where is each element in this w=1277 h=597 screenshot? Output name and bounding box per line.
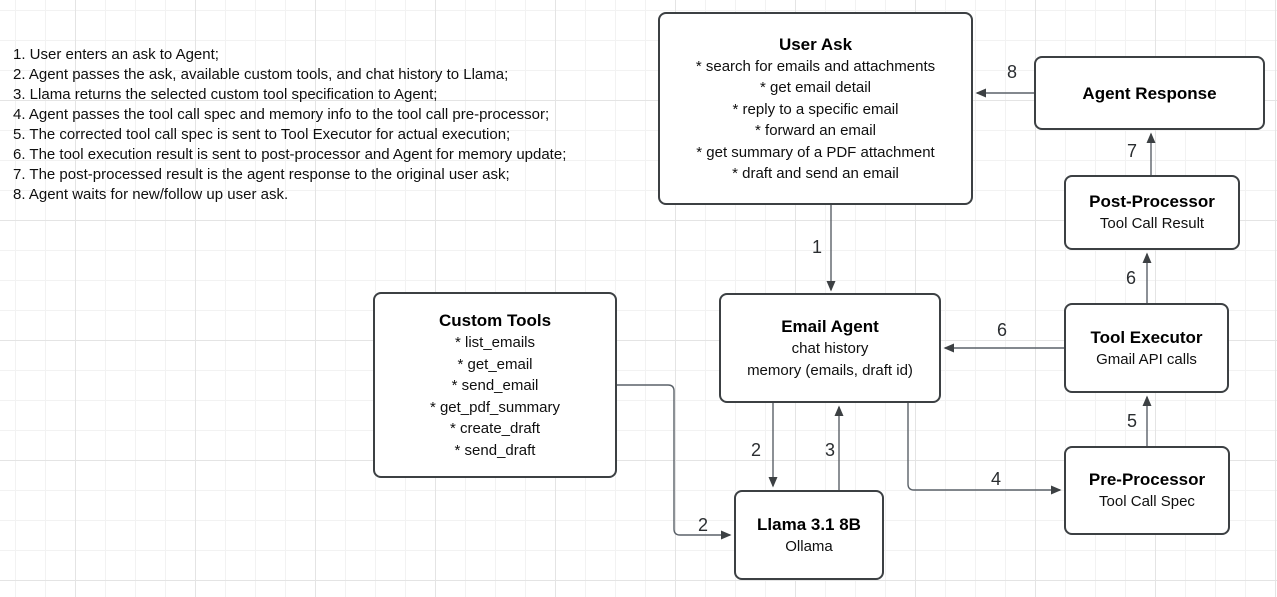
note-line: 2. Agent passes the ask, available custo… [13,66,509,83]
note-line: 7. The post-processed result is the agen… [13,166,510,183]
edge-step4-email-agent-to-pre-processor [907,403,1062,495]
node-post-processor-title: Post-Processor [1089,192,1215,212]
node-user-ask-line: * search for emails and attachments [695,57,936,75]
node-custom-tools-title: Custom Tools [438,311,552,330]
edge-label-step4: 4 [990,469,1002,489]
node-agent-response-title: Agent Response [1082,83,1217,103]
node-tool-executor-title: Tool Executor [1090,327,1203,347]
edge-label-step1: 1 [811,237,823,257]
node-custom-tools-line: * send_draft [454,441,536,459]
node-user-ask: User Ask * search for emails and attachm… [658,12,973,205]
node-user-ask-line: * reply to a specific email [732,100,899,118]
edge-label-step5: 5 [1126,411,1138,431]
node-custom-tools-line: * create_draft [449,420,541,437]
edge-label-step2-agent: 2 [750,440,762,460]
node-post-processor: Post-Processor Tool Call Result [1064,175,1240,250]
edge-label-step3: 3 [824,440,836,460]
node-post-processor-subtitle: Tool Call Result [1099,215,1205,233]
node-pre-processor: Pre-Processor Tool Call Spec [1064,446,1230,535]
edge-label-step7: 7 [1126,141,1138,161]
node-agent-response: Agent Response [1034,56,1265,130]
node-user-ask-line: * draft and send an email [732,165,899,182]
node-custom-tools-line: * send_email [451,377,539,394]
note-line: 6. The tool execution result is sent to … [13,146,567,163]
edge-label-step6-vertical: 6 [1125,268,1137,288]
node-user-ask-line: * get email detail [760,79,871,96]
node-email-agent-line: memory (emails, draft id) [747,361,913,379]
note-line: 3. Llama returns the selected custom too… [13,86,438,103]
node-llama-title: Llama 3.1 8B [757,514,861,534]
node-tool-executor-subtitle: Gmail API calls [1096,350,1197,368]
node-pre-processor-subtitle: Tool Call Spec [1099,493,1195,511]
node-custom-tools-line: * get_pdf_summary [429,398,561,416]
edge-label-step2-tools: 2 [697,515,709,535]
node-user-ask-line: * get summary of a PDF attachment [696,143,935,161]
node-email-agent-title: Email Agent [781,317,879,336]
note-line: 4. Agent passes the tool call spec and m… [13,106,550,123]
edge-label-step8: 8 [1006,62,1018,82]
node-custom-tools: Custom Tools * list_emails * get_email *… [373,292,617,478]
node-llama: Llama 3.1 8B Ollama [734,490,884,580]
node-email-agent: Email Agent chat history memory (emails,… [719,293,941,403]
edge-step2-custom-tools-to-llama [617,384,732,540]
node-custom-tools-line: * get_email [457,355,533,373]
node-custom-tools-line: * list_emails [454,334,536,351]
node-pre-processor-title: Pre-Processor [1088,470,1206,490]
note-line: 8. Agent waits for new/follow up user as… [13,186,289,203]
node-user-ask-title: User Ask [778,34,853,54]
workflow-notes: 1. User enters an ask to Agent; 2. Agent… [13,45,566,205]
note-line: 1. User enters an ask to Agent; [13,46,219,63]
node-llama-subtitle: Ollama [785,537,833,555]
node-email-agent-line: chat history [791,340,869,357]
edge-label-step6-horizontal: 6 [996,320,1008,340]
node-user-ask-line: * forward an email [755,122,876,139]
node-tool-executor: Tool Executor Gmail API calls [1064,303,1229,393]
note-line: 5. The corrected tool call spec is sent … [13,126,511,143]
